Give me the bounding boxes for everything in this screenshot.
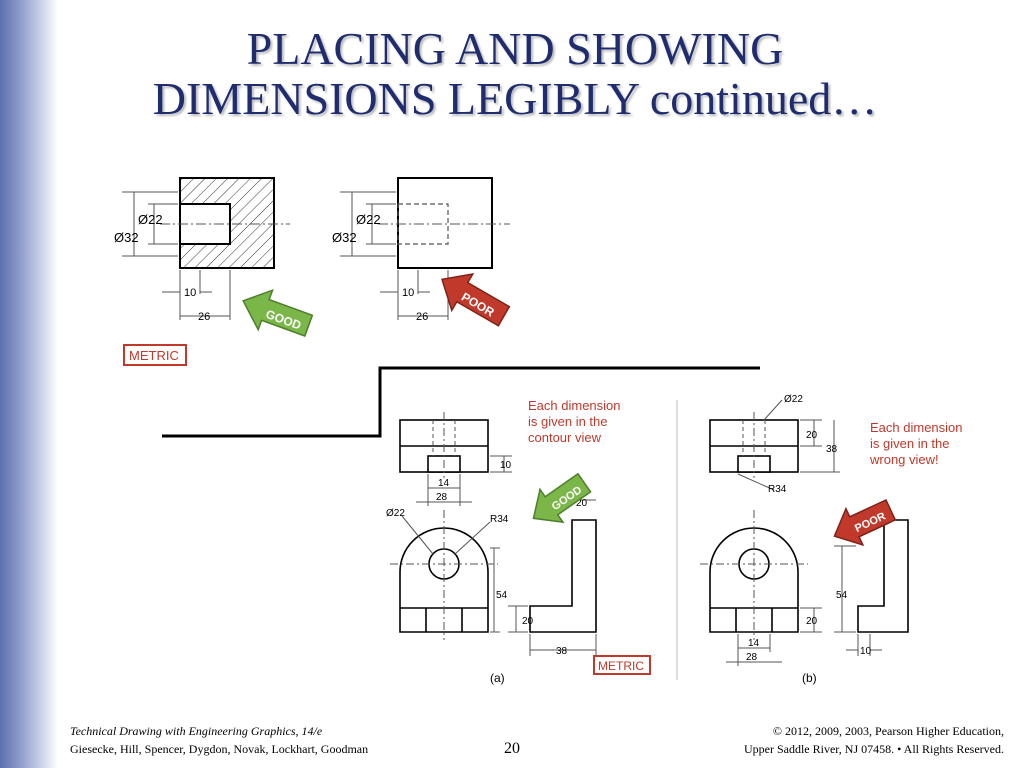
poor-dim-dia-32: Ø32 bbox=[332, 230, 357, 245]
a-dim-14: 14 bbox=[438, 478, 450, 489]
title-line-1: PLACING AND SHOWING bbox=[246, 23, 784, 74]
b-dim-dia-22: Ø22 bbox=[784, 394, 803, 405]
good-dim-10: 10 bbox=[184, 287, 196, 299]
good-section-drawing bbox=[122, 177, 290, 320]
a-dim-28: 28 bbox=[436, 492, 448, 503]
metric-badge-top bbox=[123, 344, 187, 366]
poor-dim-dia-22: Ø22 bbox=[356, 212, 381, 227]
poor-arrow-bottom-icon: POOR bbox=[833, 498, 897, 547]
b-dim-20-top: 20 bbox=[806, 430, 818, 441]
b-dim-r34: R34 bbox=[768, 484, 787, 495]
a-dim-38: 38 bbox=[556, 646, 568, 657]
top-figure-good-poor: Ø22 Ø32 10 26 GOOD Ø22 Ø32 10 26 POOR ME… bbox=[114, 177, 511, 366]
footer-authors: Giesecke, Hill, Spencer, Dygdon, Novak, … bbox=[70, 742, 369, 756]
slide-page-number: 20 bbox=[504, 740, 520, 757]
a-dim-10: 10 bbox=[500, 460, 512, 471]
slide-side-gradient bbox=[0, 0, 58, 768]
footer-copyright-line-1: © 2012, 2009, 2003, Pearson Higher Educa… bbox=[772, 724, 1004, 738]
a-dim-r34: R34 bbox=[490, 514, 509, 525]
title-line-2: DIMENSIONS LEGIBLY continued… bbox=[152, 73, 878, 124]
footer-copyright: © 2012, 2009, 2003, Pearson Higher Educa… bbox=[604, 722, 1004, 758]
a-dim-20-side: 20 bbox=[522, 616, 534, 627]
footer-book-title: Technical Drawing with Engineering Graph… bbox=[70, 724, 323, 738]
good-dim-26: 26 bbox=[198, 311, 210, 323]
poor-dim-10: 10 bbox=[402, 287, 414, 299]
poor-arrow-icon: POOR bbox=[441, 272, 511, 327]
view-b-drawing bbox=[700, 399, 909, 666]
view-a-drawing bbox=[390, 412, 597, 656]
good-dim-dia-32: Ø32 bbox=[114, 230, 139, 245]
footer-copyright-line-2: Upper Saddle River, NJ 07458. • All Righ… bbox=[743, 742, 1004, 756]
good-dim-dia-22: Ø22 bbox=[138, 212, 163, 227]
b-dim-20-front: 20 bbox=[806, 616, 818, 627]
b-dim-28: 28 bbox=[746, 652, 758, 663]
note-a-line-3: contour view bbox=[528, 430, 602, 445]
b-dim-54: 54 bbox=[836, 590, 848, 601]
note-a: Each dimension is given in the contour v… bbox=[528, 398, 624, 445]
note-b-line-2: is given in the bbox=[870, 436, 950, 451]
poor-external-drawing bbox=[340, 177, 510, 320]
slide-title: PLACING AND SHOWING DIMENSIONS LEGIBLY c… bbox=[60, 24, 970, 124]
metric-label-top: METRIC bbox=[129, 348, 179, 363]
a-dim-20-top: 20 bbox=[576, 498, 588, 509]
note-a-line-2: is given in the bbox=[528, 414, 608, 429]
a-dim-54: 54 bbox=[496, 590, 508, 601]
label-b: (b) bbox=[802, 671, 817, 685]
label-a: (a) bbox=[490, 671, 505, 685]
b-dim-38: 38 bbox=[826, 444, 838, 455]
b-dim-14: 14 bbox=[748, 638, 760, 649]
metric-badge-bottom bbox=[593, 655, 651, 675]
a-dim-dia-22: Ø22 bbox=[386, 508, 405, 519]
good-arrow-icon: GOOD bbox=[242, 288, 314, 337]
poor-dim-26: 26 bbox=[416, 311, 428, 323]
bottom-figure-contour-views: 10 14 28 Ø22 R34 54 20 20 38 Each dimens… bbox=[162, 366, 966, 685]
step-divider-line bbox=[162, 366, 760, 438]
footer-citation: Technical Drawing with Engineering Graph… bbox=[70, 722, 470, 758]
metric-label-bottom: METRIC bbox=[598, 659, 644, 673]
note-b: Each dimension is given in the wrong vie… bbox=[869, 420, 966, 467]
note-a-line-1: Each dimension bbox=[528, 398, 621, 413]
note-b-line-3: wrong view! bbox=[869, 452, 939, 467]
good-arrow-bottom-icon: GOOD bbox=[532, 472, 592, 524]
b-dim-10: 10 bbox=[860, 646, 872, 657]
note-b-line-1: Each dimension bbox=[870, 420, 963, 435]
